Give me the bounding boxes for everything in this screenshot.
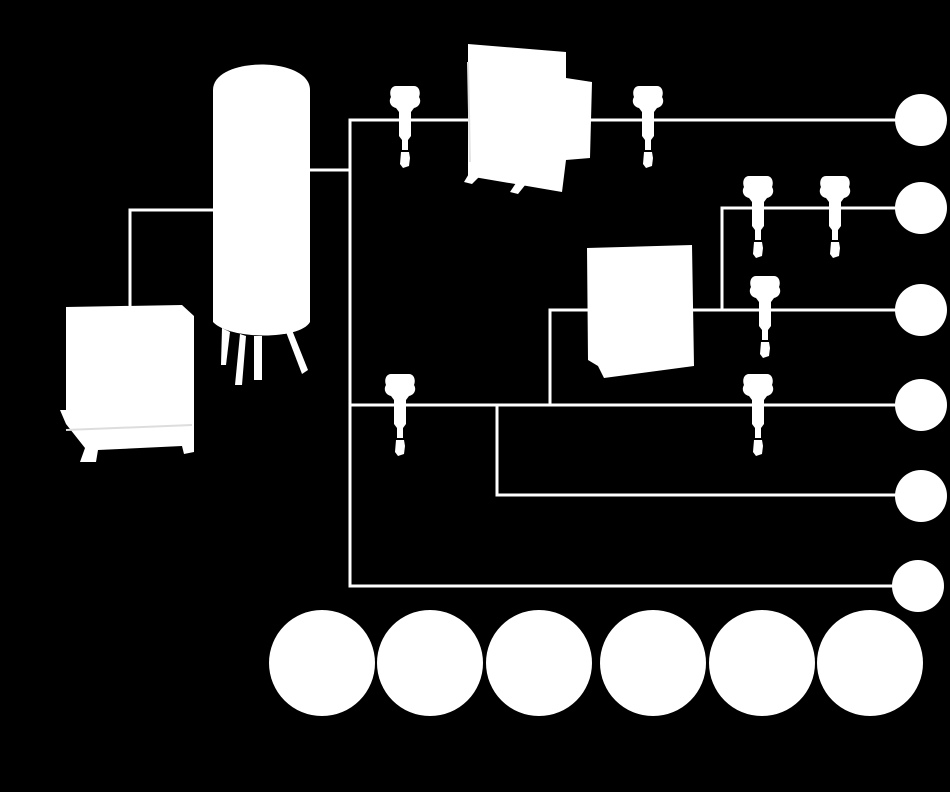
legend-circle: [269, 610, 375, 716]
compressor-icon: [60, 305, 194, 462]
filter-icon: [749, 276, 781, 358]
outlet-circle: [895, 182, 947, 234]
legend-circle: [709, 610, 815, 716]
piping: [128, 118, 897, 588]
filter-icon: [384, 374, 416, 456]
filter-icon: [632, 86, 664, 168]
filter-icon: [819, 176, 851, 258]
pipe-compressor-to-tank: [128, 208, 217, 307]
pipe-branch-2: [720, 206, 897, 310]
air-receiver-tank-icon: [213, 64, 310, 385]
outlet-circles: [892, 94, 947, 612]
outlet-circle: [892, 560, 944, 612]
filter-icon: [389, 86, 421, 168]
legend-circle: [600, 610, 706, 716]
pipe-branch-5: [495, 403, 897, 497]
outlet-circle: [895, 284, 947, 336]
filter-icon: [742, 374, 774, 456]
outlet-circle: [895, 94, 947, 146]
legend-circle: [817, 610, 923, 716]
dryer-icon: [587, 245, 694, 378]
pipe-branch-3: [548, 308, 897, 407]
outlet-circle: [895, 470, 947, 522]
legend-circle: [377, 610, 483, 716]
outlet-circle: [895, 379, 947, 431]
refrigerated-dryer-icon: [464, 44, 592, 194]
legend-circle: [486, 610, 592, 716]
filter-icon: [742, 176, 774, 258]
legend-circles: [269, 610, 923, 716]
